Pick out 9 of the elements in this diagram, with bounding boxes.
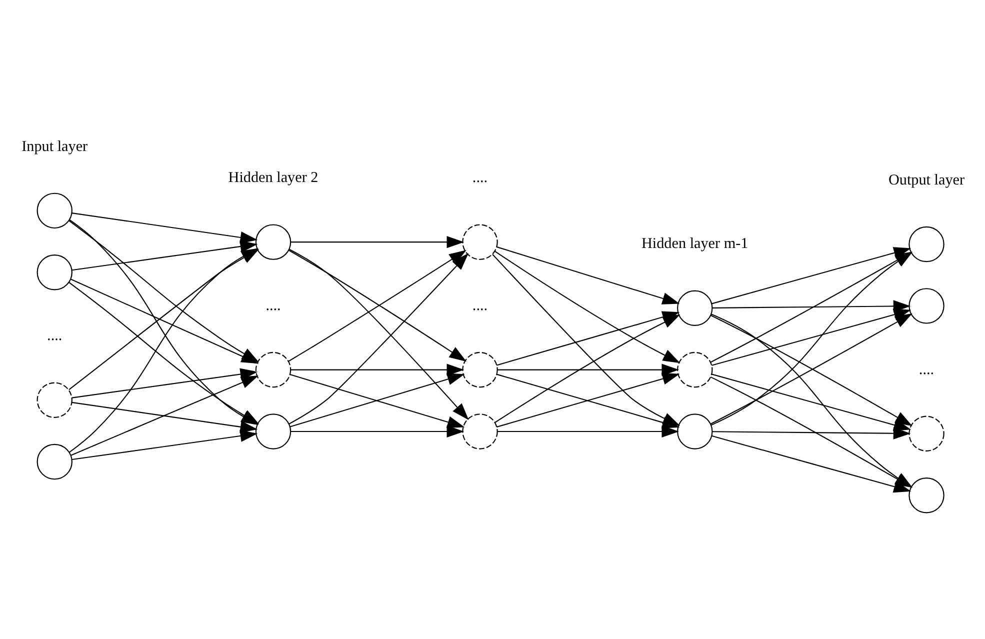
label: .... (472, 168, 488, 186)
label: Input layer (21, 137, 88, 154)
label: Hidden layer 2 (228, 168, 318, 186)
label: .... (46, 326, 62, 344)
label: Output layer (888, 170, 964, 188)
label: .... (918, 360, 934, 378)
label: Hidden layer m-1 (640, 234, 748, 252)
label: .... (472, 296, 488, 314)
label: .... (265, 296, 280, 314)
